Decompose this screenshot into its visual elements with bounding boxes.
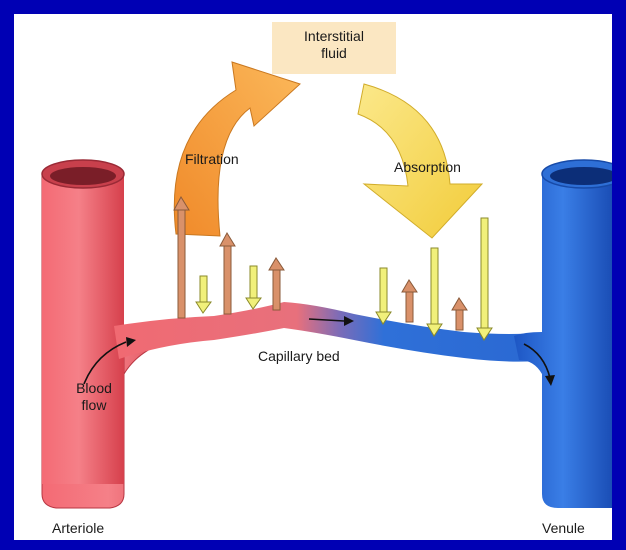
interstitial-fluid-label: Interstitial fluid xyxy=(272,28,396,62)
interstitial-fluid-line2: fluid xyxy=(272,45,396,62)
filtration-label: Filtration xyxy=(185,151,239,168)
arteriole-label: Arteriole xyxy=(52,520,104,537)
venule-vessel xyxy=(514,160,612,508)
absorption-label: Absorption xyxy=(394,159,461,176)
up-arrow xyxy=(402,280,417,322)
venule-label: Venule xyxy=(542,520,585,537)
capillary-bed-label: Capillary bed xyxy=(258,348,340,365)
up-arrow xyxy=(452,298,467,330)
down-arrow xyxy=(196,276,211,313)
blood-flow-line2: flow xyxy=(64,397,124,414)
blood-flow-label: Blood flow xyxy=(64,380,124,414)
down-arrow xyxy=(477,218,492,340)
down-arrow xyxy=(427,248,442,336)
interstitial-fluid-line1: Interstitial xyxy=(272,28,396,45)
down-arrow xyxy=(246,266,261,309)
diagram-frame: Interstitial fluid Filtration Absorption… xyxy=(14,14,612,540)
capillary-exchange-diagram xyxy=(14,14,612,540)
filtration-arrow xyxy=(174,62,300,236)
blood-flow-line1: Blood xyxy=(64,380,124,397)
down-arrow xyxy=(376,268,391,324)
up-arrow xyxy=(269,258,284,310)
up-arrow xyxy=(220,233,235,314)
